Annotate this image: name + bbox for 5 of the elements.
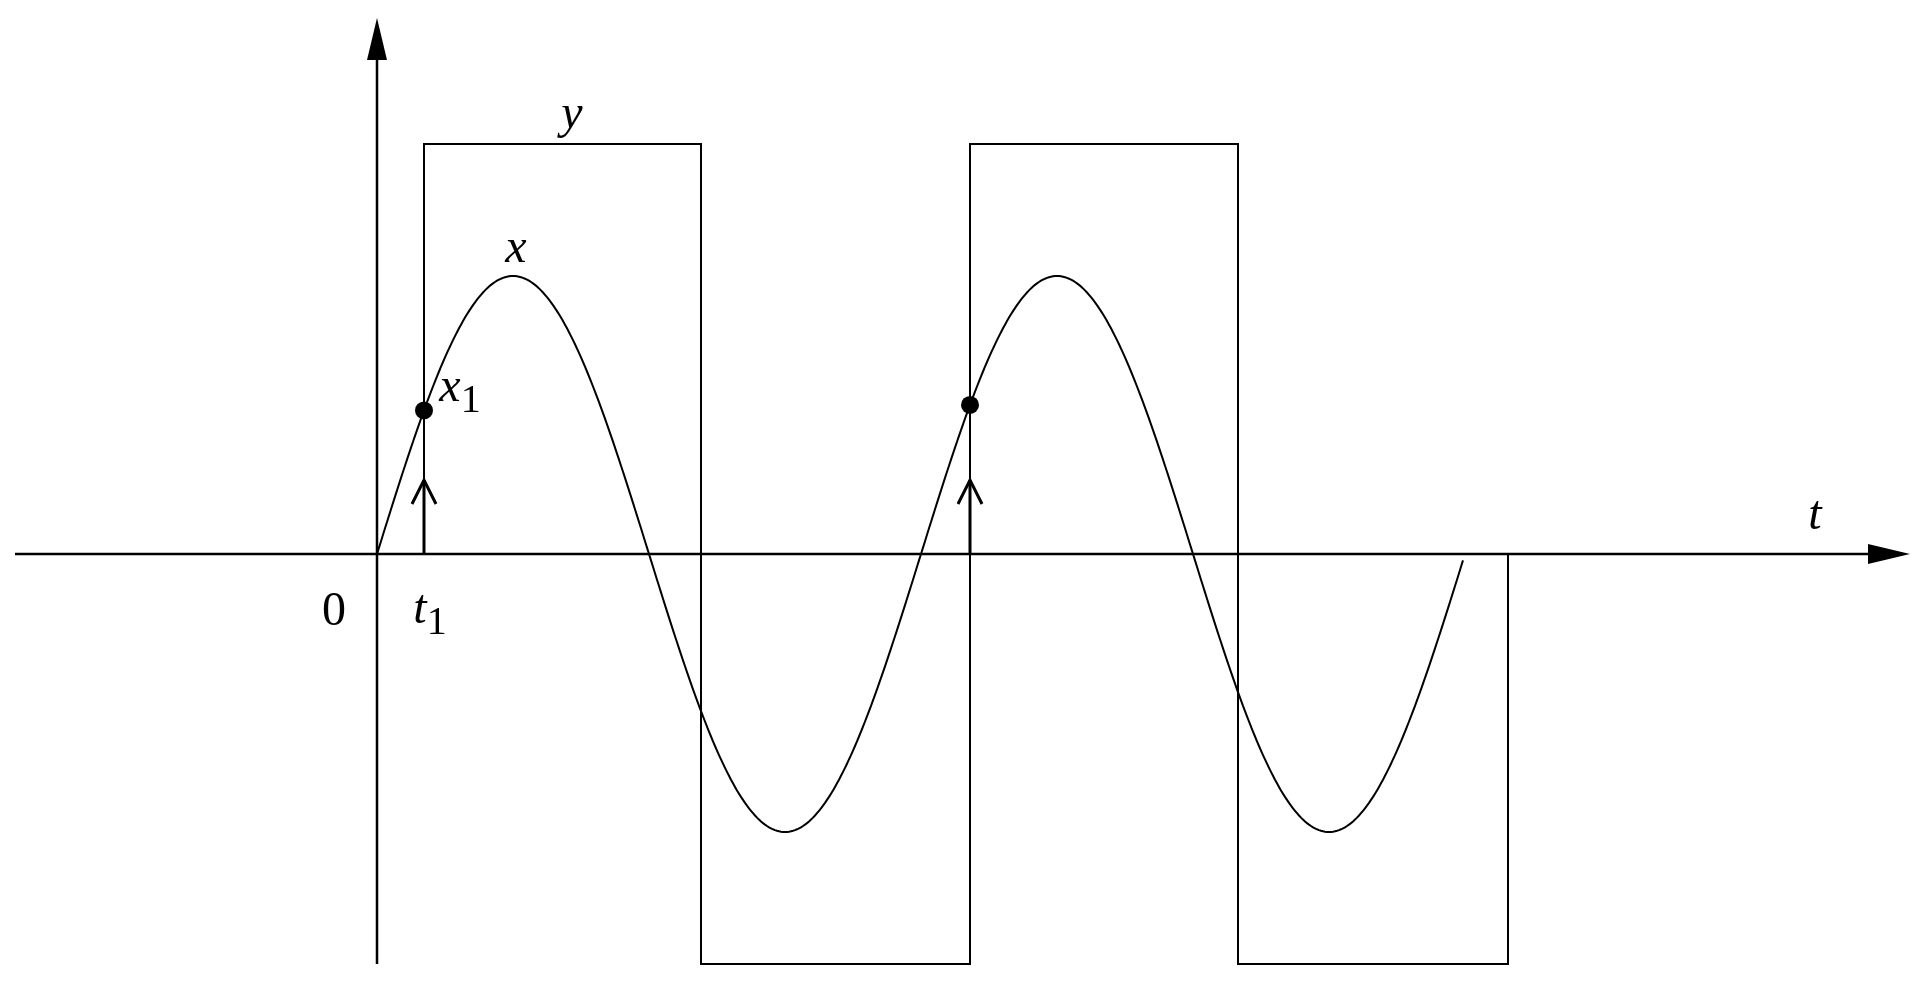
axis-label: t xyxy=(1808,489,1822,537)
time-label: t$_{1}$ xyxy=(413,583,447,641)
curve-label: x xyxy=(505,222,527,270)
origin-label: 0 xyxy=(322,585,346,633)
point-label: x$_{1}$ xyxy=(439,361,481,419)
